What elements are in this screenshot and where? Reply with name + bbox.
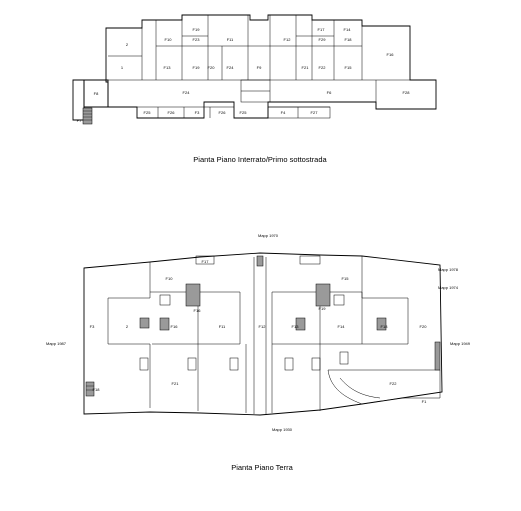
ground-stair-left [139,283,201,331]
ground-room-label: F10 [166,276,174,281]
basement-room-label: F19 [193,27,201,32]
basement-room-label: F13 [164,65,172,70]
basement-room-label: F26 [168,110,176,115]
basement-room-label: F19 [193,65,201,70]
ground-room-label: F14 [338,324,346,329]
ground-room-label: F18 [381,324,389,329]
basement-room-label: F26 [219,110,227,115]
basement-room-label: F3 [195,110,200,115]
basement-room-label: 1 [121,65,124,70]
basement-caption: Pianta Piano Interrato/Primo sottostrada [193,155,327,164]
ground-plan: F10 F16 F15 F3 2 F16 F11 F12 F13 F14 F18… [46,233,471,472]
ground-stair-right [295,283,387,331]
ground-caption: Pianta Piano Terra [231,463,293,472]
ground-annotation: Mapp 1930 [272,427,293,432]
basement-room-label: F6 [327,90,332,95]
basement-room-label: F15 [345,65,353,70]
ground-room-label: F3 [90,324,95,329]
ground-annotation: Mapp 1978 [438,267,459,272]
ground-annotation: Mapp 1987 [46,341,67,346]
ground-room-label: F11 [219,324,226,329]
basement-room-label: F22 [319,65,327,70]
basement-room-label: F25 [240,110,248,115]
basement-room-label: F29 [319,37,327,42]
basement-room-label: F16 [387,52,395,57]
basement-room-label: F24 [183,90,191,95]
basement-room-label: F21 [302,65,310,70]
basement-room-label: F9 [257,65,262,70]
ground-room-label: F16 [171,324,179,329]
basement-room-label: F23 [193,37,201,42]
basement-room-label: F8 [94,91,99,96]
ground-room-label: F16 [194,308,202,313]
basement-room-label: F7 [77,118,82,123]
basement-room-label: F12 [284,37,292,42]
basement-room-label: F17 [318,27,326,32]
ground-stair-bottom [85,381,95,397]
ground-room-label: F22 [390,381,398,386]
ground-room-label: F18 [93,387,101,392]
basement-room-label: F27 [311,110,319,115]
ground-room-label: 2 [126,324,129,329]
basement-room-label: F28 [403,90,411,95]
basement-room-label: F10 [165,37,173,42]
basement-plan: 2 F10 F19 F11 F12 F17 F18 F16 1 F13 F19 … [72,14,437,164]
basement-room-label: F25 [144,110,152,115]
ground-room-label: F13 [292,324,300,329]
ground-room-label: F20 [420,324,428,329]
ground-annotation: Mapp 1949 [450,341,471,346]
basement-room-label: F18 [345,37,353,42]
ground-room-label: F17 [202,259,210,264]
basement-room-label: F11 [227,37,234,42]
basement-room-label: F20 [208,65,216,70]
basement-room-label: F14 [344,27,352,32]
ground-room-label: F21 [172,381,180,386]
ground-room-label: F15 [342,276,350,281]
ground-room-label: F19 [319,306,327,311]
basement-room-label: 2 [126,42,129,47]
basement-room-label: F4 [281,110,286,115]
ground-room-label: F12 [259,324,267,329]
ground-annotation: Mapp 1974 [438,285,459,290]
ground-room-label: F1 [422,399,427,404]
basement-stair [82,107,93,125]
ground-annotation: Mapp 1970 [258,233,279,238]
basement-room-label: F24 [227,65,235,70]
